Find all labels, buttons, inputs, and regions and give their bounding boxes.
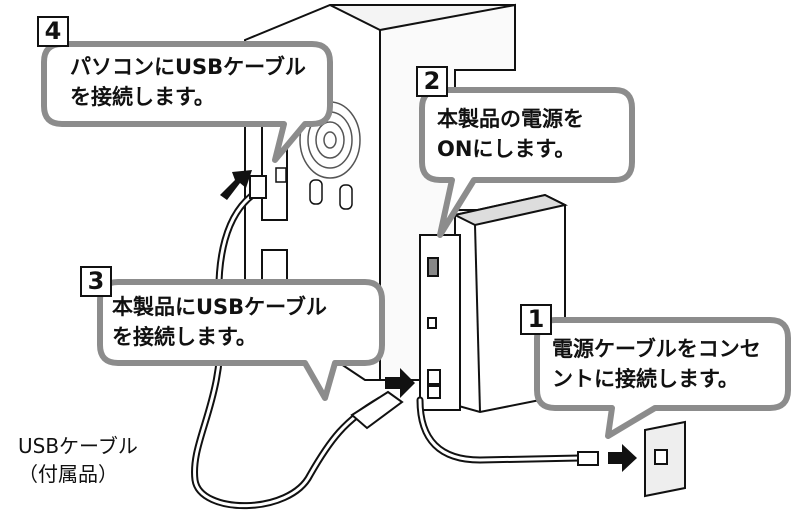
step-4-line-1: パソコンにUSBケーブル [70,55,306,79]
usb-cable-accessory-note: （付属品） [18,462,118,486]
step-4-line-2: を接続します。 [70,85,215,109]
step-3-callout: 本製品にUSBケーブル を接続します。 [112,292,327,352]
step-3-line-1: 本製品にUSBケーブル [112,295,327,319]
usb-plug [249,175,599,466]
step-4-callout: パソコンにUSBケーブル を接続します。 [70,52,306,112]
usb-cable-label: USBケーブル [18,434,138,458]
step-1-callout: 電源ケーブルをコンセ ントに接続します。 [552,334,761,394]
pc-ports [275,167,353,210]
step-2-callout: 本製品の電源を ONにします。 [437,104,584,164]
step-2-line-1: 本製品の電源を [437,107,584,131]
arrow-icon [220,170,637,472]
usb-cable-caption: USBケーブル （付属品） [18,432,138,488]
step-1-line-1: 電源ケーブルをコンセ [552,337,761,361]
step-3-line-2: を接続します。 [112,325,257,349]
step-1-line-2: ントに接続します。 [552,367,739,391]
step-number-1: 1 [520,304,552,335]
step-number-2: 2 [416,66,448,97]
step-number-4: 4 [37,16,69,47]
wall-outlet [644,420,686,498]
step-number-3: 3 [80,266,112,297]
step-2-line-2: ONにします。 [437,137,576,161]
speech-bubbles [41,41,791,439]
